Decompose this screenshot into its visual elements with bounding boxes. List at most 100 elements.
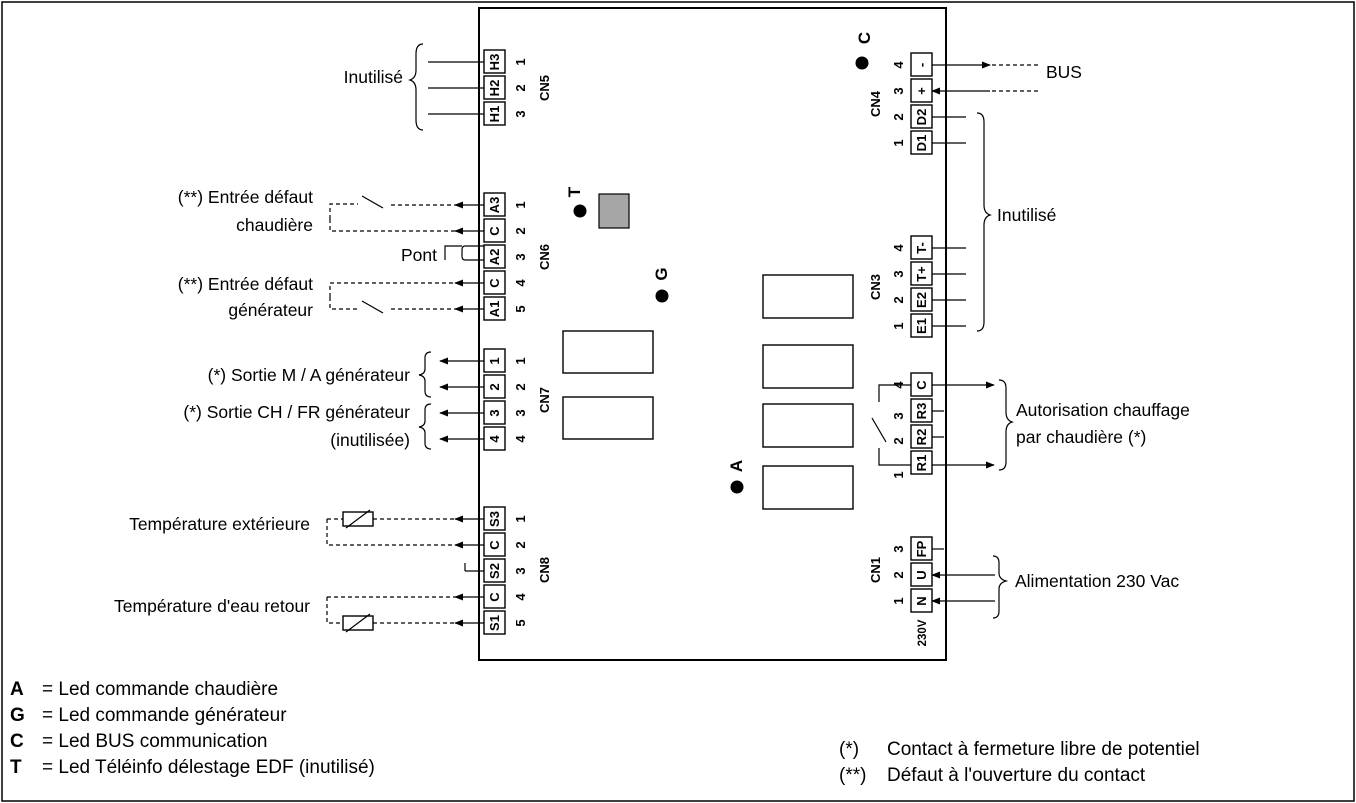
led-g: G <box>652 267 671 303</box>
svg-text:A: A <box>727 460 746 472</box>
svg-text:5: 5 <box>513 305 528 312</box>
relay-5 <box>762 403 854 448</box>
boiler-fault-label-2: chaudière <box>236 215 313 235</box>
svg-text:S1: S1 <box>487 615 502 631</box>
led-legend: A = Led commande chaudière G = Led comma… <box>10 679 375 778</box>
svg-text:C: C <box>487 592 502 602</box>
svg-text:2: 2 <box>891 437 906 444</box>
svg-text:S3: S3 <box>487 511 502 527</box>
power-label: Alimentation 230 Vac <box>1015 571 1179 591</box>
svg-text:C: C <box>487 226 502 236</box>
boiler-fault-label-1: (**) Entrée défaut <box>178 187 313 207</box>
gen-chfr-label: (*) Sortie CH / FR générateur <box>183 402 410 422</box>
heating-auth-label-2: par chaudière (*) <box>1016 427 1146 447</box>
svg-text:T+: T+ <box>914 266 929 282</box>
svg-text:CN7: CN7 <box>537 387 552 413</box>
svg-text:H1: H1 <box>487 106 502 123</box>
svg-text:1: 1 <box>513 201 528 208</box>
svg-text:CN1: CN1 <box>868 557 883 583</box>
svg-text:1: 1 <box>891 597 906 604</box>
svg-text:C: C <box>487 540 502 550</box>
svg-text:E1: E1 <box>914 318 929 334</box>
note-key-2: (**) <box>839 765 866 786</box>
gen-onoff-label: (*) Sortie M / A générateur <box>208 365 410 385</box>
svg-text:2: 2 <box>513 84 528 91</box>
connector-cn6: A3 C A2 C A1 1 2 3 4 5 CN6 <box>329 192 552 321</box>
legend-text-c: = Led BUS communication <box>42 731 267 752</box>
svg-text:CN5: CN5 <box>537 75 552 101</box>
svg-text:S2: S2 <box>487 563 502 579</box>
svg-text:H3: H3 <box>487 54 502 71</box>
connector-cn8: S3 C S2 C S1 1 2 3 4 5 CN8 <box>326 506 552 635</box>
svg-text:3: 3 <box>891 545 906 552</box>
svg-text:3: 3 <box>513 110 528 117</box>
svg-text:2: 2 <box>513 383 528 390</box>
svg-text:4: 4 <box>487 435 502 443</box>
svg-text:4: 4 <box>513 435 528 443</box>
svg-text:C: C <box>487 278 502 288</box>
svg-text:C: C <box>855 32 874 44</box>
svg-text:230V: 230V <box>917 619 929 646</box>
svg-text:CN6: CN6 <box>537 244 552 270</box>
svg-text:3: 3 <box>891 87 906 94</box>
svg-text:N: N <box>914 596 929 605</box>
connector-relay-output: C R3 R2 R1 4 3 2 1 <box>871 372 1014 479</box>
svg-text:A1: A1 <box>487 301 502 318</box>
notes-legend: (*) Contact à fermeture libre de potenti… <box>839 739 1200 786</box>
connector-cn7: 1 2 3 4 1 2 3 4 CN7 <box>418 348 552 451</box>
heating-auth-label-1: Autorisation chauffage <box>1016 400 1190 420</box>
svg-text:R1: R1 <box>914 455 929 472</box>
teleinfo-module <box>598 193 630 229</box>
svg-text:2: 2 <box>891 296 906 303</box>
note-key-1: (*) <box>839 739 859 760</box>
controller-board <box>478 7 947 661</box>
legend-text-g: = Led commande générateur <box>42 705 287 726</box>
note-text-1: Contact à fermeture libre de potentiel <box>887 739 1200 760</box>
legend-key-g: G <box>10 705 25 726</box>
legend-text-a: = Led commande chaudière <box>42 679 278 700</box>
svg-text:1: 1 <box>513 357 528 364</box>
svg-text:4: 4 <box>513 593 528 601</box>
svg-text:A3: A3 <box>487 197 502 214</box>
gen-fault-label-2: générateur <box>228 300 313 320</box>
bridge-label: Pont <box>401 245 437 265</box>
svg-text:4: 4 <box>891 61 906 69</box>
svg-text:A2: A2 <box>487 249 502 266</box>
svg-text:2: 2 <box>513 541 528 548</box>
temp-ext-label: Température extérieure <box>129 514 310 534</box>
svg-text:1: 1 <box>891 322 906 329</box>
gen-fault-label-1: (**) Entrée défaut <box>178 274 313 294</box>
svg-text:-: - <box>914 63 929 67</box>
svg-text:FP: FP <box>914 540 929 557</box>
legend-key-a: A <box>10 679 24 700</box>
svg-text:5: 5 <box>513 619 528 626</box>
note-text-2: Défaut à l'ouverture du contact <box>887 765 1146 786</box>
connector-cn3: T- T+ E2 E1 4 3 2 1 CN3 <box>868 112 992 338</box>
connector-cn5: H3 H2 H1 1 2 3 CN5 <box>408 43 552 131</box>
connector-cn1: FP U N 3 2 1 CN1 230V <box>868 536 1009 646</box>
svg-text:1: 1 <box>487 357 502 364</box>
relay-3 <box>762 274 854 319</box>
svg-text:T: T <box>565 186 584 197</box>
svg-text:2: 2 <box>513 227 528 234</box>
svg-text:R3: R3 <box>914 403 929 420</box>
led-a: A <box>727 460 746 494</box>
svg-text:T-: T- <box>914 242 929 254</box>
gen-chfr-note: (inutilisée) <box>330 430 410 450</box>
relay-6 <box>762 465 854 510</box>
svg-text:D2: D2 <box>914 109 929 126</box>
svg-text:1: 1 <box>891 139 906 146</box>
cn5-unused-label: Inutilisé <box>344 67 403 87</box>
svg-text:3: 3 <box>487 409 502 416</box>
svg-text:CN4: CN4 <box>868 90 883 117</box>
svg-text:3: 3 <box>513 567 528 574</box>
temp-return-label: Température d'eau retour <box>114 596 310 616</box>
svg-text:+: + <box>914 87 929 95</box>
svg-text:1: 1 <box>513 58 528 65</box>
svg-text:C: C <box>914 380 929 390</box>
svg-text:2: 2 <box>891 571 906 578</box>
svg-text:E2: E2 <box>914 292 929 308</box>
